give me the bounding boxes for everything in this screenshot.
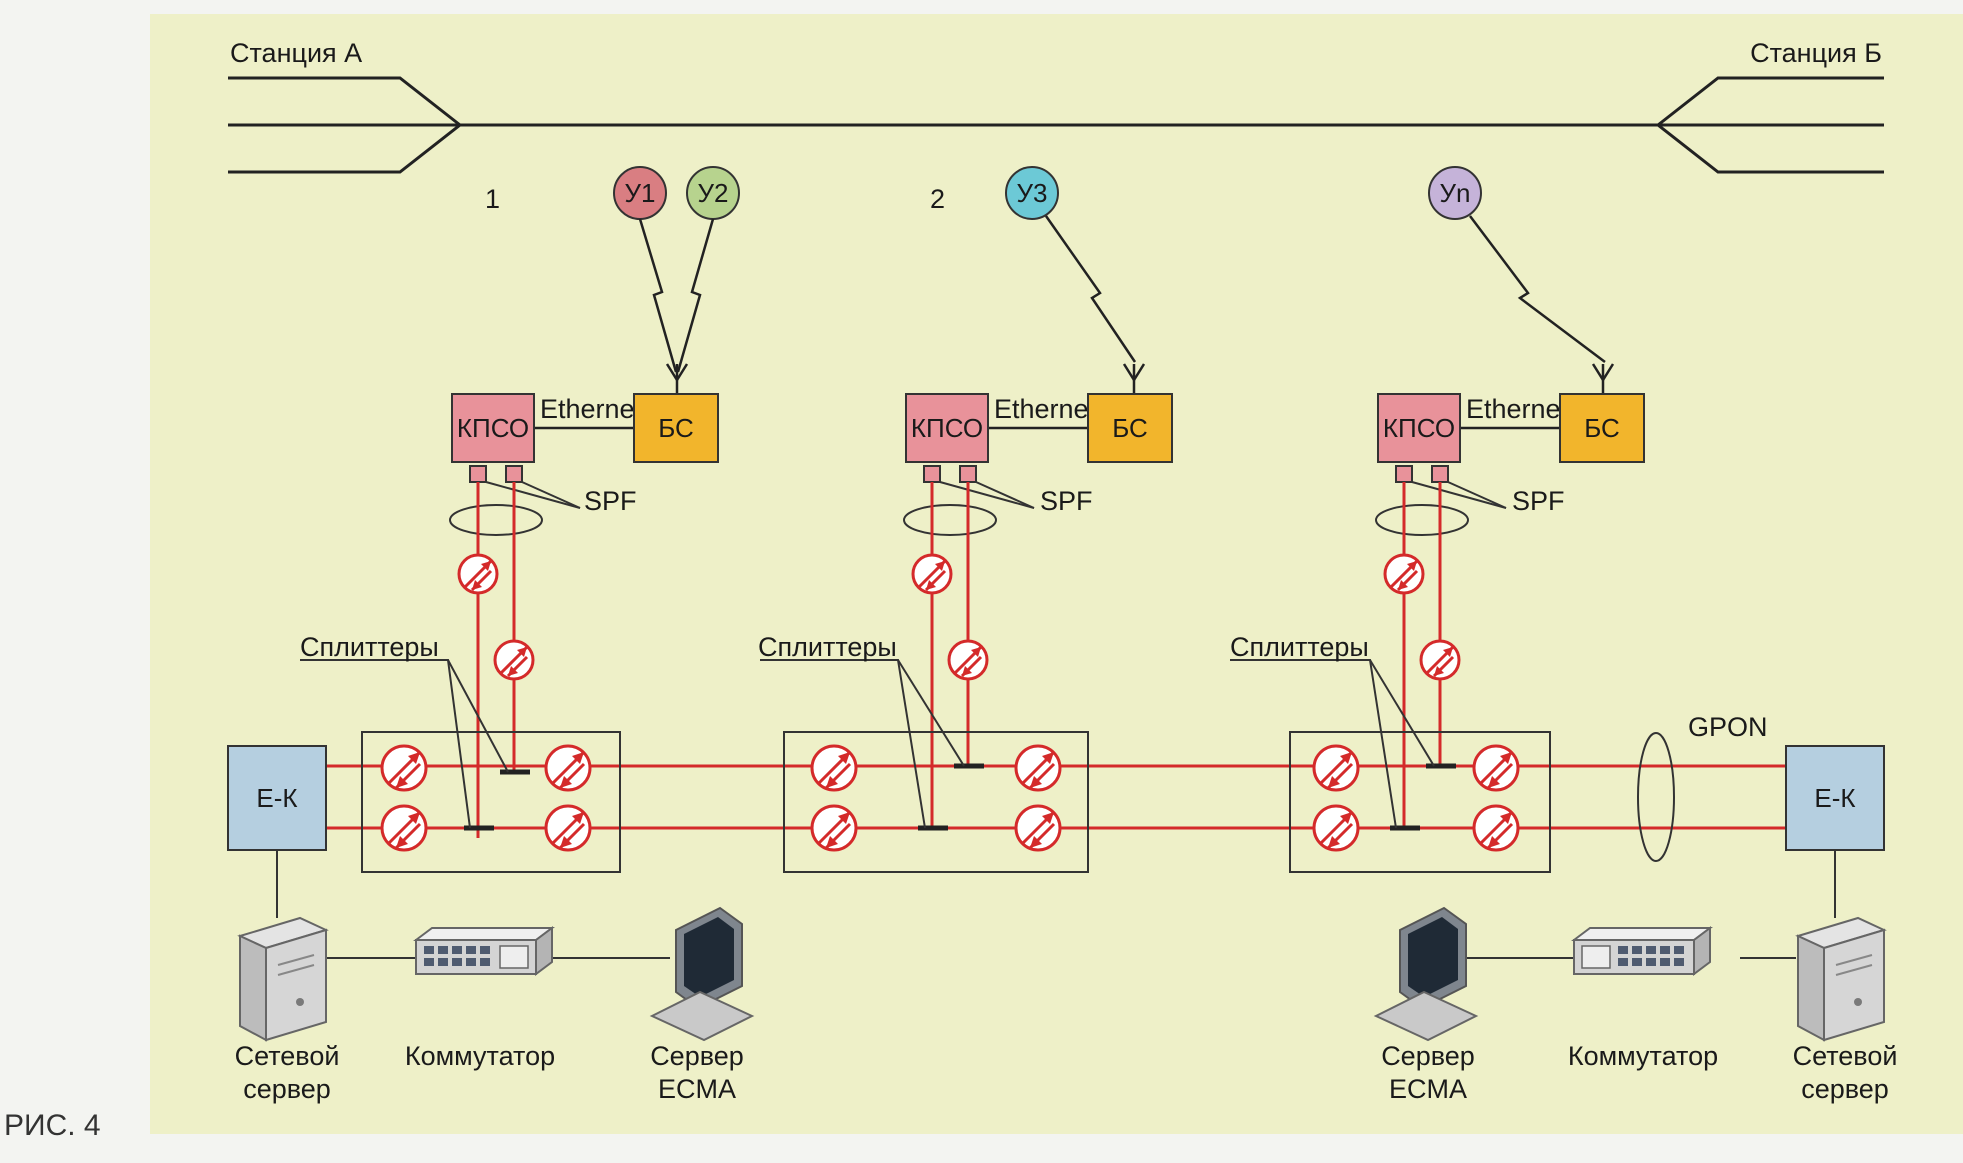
- section-number: 2: [930, 184, 945, 214]
- fiber-coupler-icon: [544, 804, 592, 852]
- station-b-label: Станция Б: [1750, 38, 1882, 68]
- network-switch-icon: [413, 926, 555, 976]
- ek-converter-right: Е-К: [1785, 745, 1885, 851]
- fiber-coupler-icon: [1383, 553, 1425, 595]
- user-u2: У2: [686, 166, 740, 220]
- fiber-coupler-icon: [380, 804, 428, 852]
- network-server-icon: [1795, 916, 1887, 1042]
- network-server-label: сервер: [243, 1074, 331, 1104]
- antenna-icon: [665, 363, 1615, 394]
- network-server-label: Сетевой: [1793, 1041, 1898, 1071]
- station-a-label: Станция А: [230, 38, 362, 68]
- base-station: БС: [1559, 393, 1645, 463]
- radio-links: [638, 215, 1606, 373]
- splitter-box: [361, 731, 621, 873]
- network-server-label: Сетевой: [235, 1041, 340, 1071]
- spf-label: SPF: [1512, 486, 1565, 516]
- svg-text:У3: У3: [1017, 178, 1048, 208]
- switch-label: Коммутатор: [1568, 1041, 1718, 1071]
- ek-converter-left: Е-К: [227, 745, 327, 851]
- svg-text:БС: БС: [1584, 413, 1620, 443]
- user-u3: У3: [1005, 166, 1059, 220]
- switch-label: Коммутатор: [405, 1041, 555, 1071]
- svg-text:Е-К: Е-К: [256, 783, 297, 813]
- sfp-port-icon: [469, 465, 523, 483]
- fiber-coupler-icon: [1312, 804, 1360, 852]
- user-un: Уn: [1428, 166, 1482, 220]
- network-switch-icon: [1571, 926, 1713, 976]
- fiber-coupler-icon: [1014, 744, 1062, 792]
- splitters-label: Сплиттеры: [300, 632, 439, 662]
- fiber-coupler-icon: [544, 744, 592, 792]
- svg-text:Уn: Уn: [1440, 178, 1471, 208]
- fiber-coupler-icon: [1472, 744, 1520, 792]
- section-number: 1: [485, 184, 500, 214]
- fiber-coupler-icon: [911, 553, 953, 595]
- splitter-box: [1289, 731, 1551, 873]
- fiber-coupler-icon: [1014, 804, 1062, 852]
- splitter-box: [783, 731, 1089, 873]
- ecma-server-label: ECMA: [658, 1074, 736, 1104]
- sfp-port-icon: [923, 465, 977, 483]
- splitters-label: Сплиттеры: [1230, 632, 1369, 662]
- kpso-unit: КПСО: [451, 393, 535, 463]
- fiber-coupler-icon: [810, 744, 858, 792]
- fiber-coupler-icon: [380, 744, 428, 792]
- ecma-server-label: Сервер: [650, 1041, 744, 1071]
- gpon-bundle-marker: [1637, 732, 1675, 862]
- fiber-coupler-icon: [810, 804, 858, 852]
- svg-text:КПСО: КПСО: [911, 413, 983, 443]
- base-station: БС: [633, 393, 719, 463]
- svg-text:У1: У1: [625, 178, 656, 208]
- fiber-coupler-icon: [457, 553, 499, 595]
- ethernet-label: Ethernet: [994, 394, 1097, 424]
- network-server-label: сервер: [1801, 1074, 1889, 1104]
- network-server-icon: [237, 916, 329, 1042]
- fiber-coupler-icon: [493, 639, 535, 681]
- ecma-server-label: Сервер: [1381, 1041, 1475, 1071]
- user-u1: У1: [613, 166, 667, 220]
- svg-text:БС: БС: [1112, 413, 1148, 443]
- svg-text:Е-К: Е-К: [1814, 783, 1855, 813]
- svg-text:КПСО: КПСО: [457, 413, 529, 443]
- figure-label: РИС. 4: [4, 1109, 101, 1142]
- kpso-unit: КПСО: [905, 393, 989, 463]
- spf-label: SPF: [1040, 486, 1093, 516]
- fiber-coupler-icon: [1472, 804, 1520, 852]
- svg-text:У2: У2: [698, 178, 729, 208]
- computer-monitor-icon: [649, 906, 755, 1042]
- gpon-label: GPON: [1688, 712, 1768, 742]
- fiber-coupler-icon: [947, 639, 989, 681]
- ecma-server-label: ECMA: [1389, 1074, 1467, 1104]
- railway-track: [228, 76, 1884, 174]
- computer-monitor-icon: [1373, 906, 1479, 1042]
- base-station: БС: [1087, 393, 1173, 463]
- svg-text:БС: БС: [658, 413, 694, 443]
- spf-label: SPF: [584, 486, 637, 516]
- svg-text:КПСО: КПСО: [1383, 413, 1455, 443]
- fiber-coupler-icon: [1312, 744, 1360, 792]
- ethernet-label: Ethernet: [1466, 394, 1569, 424]
- fiber-coupler-icon: [1419, 639, 1461, 681]
- ethernet-label: Ethernet: [540, 394, 643, 424]
- splitters-label: Сплиттеры: [758, 632, 897, 662]
- kpso-unit: КПСО: [1377, 393, 1461, 463]
